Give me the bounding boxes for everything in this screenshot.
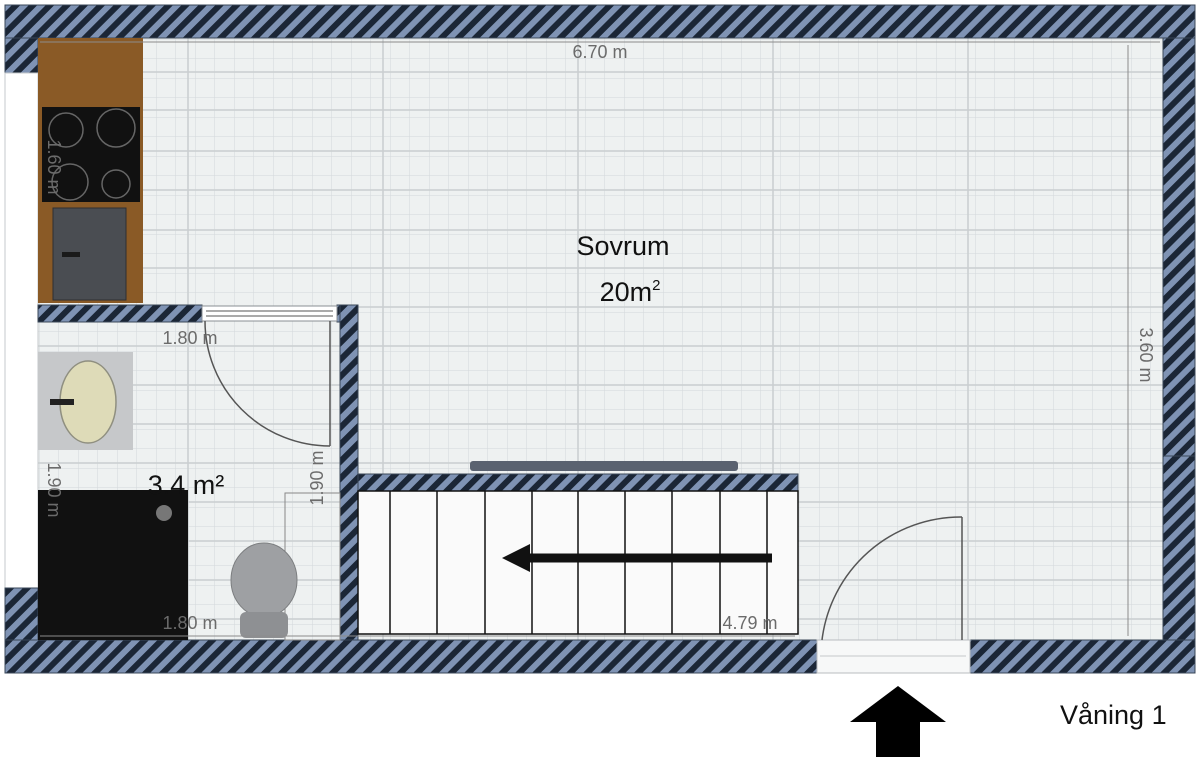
- dim-bath-top-width: 1.80 m: [162, 328, 217, 348]
- entrance-door[interactable]: [821, 516, 963, 641]
- room-area-bathroom: 3.4 m²: [148, 470, 225, 500]
- room-area-sovrum: 20m2: [600, 277, 661, 307]
- bathroom-walls: [37, 304, 359, 641]
- dim-top-width: 6.70 m: [572, 42, 627, 62]
- kitchen-counter: [38, 38, 143, 303]
- bench: [470, 461, 738, 471]
- dimension-lines: [40, 41, 1160, 637]
- toilet-icon: [230, 542, 298, 638]
- dim-bath-left-height: 1.90 m: [44, 462, 64, 517]
- dim-stair-width: 4.79 m: [722, 613, 777, 633]
- outer-walls: [4, 4, 1196, 674]
- bathroom-door[interactable]: [204, 320, 331, 447]
- dim-right-height: 3.60 m: [1136, 327, 1156, 382]
- room-name-sovrum: Sovrum: [576, 231, 669, 261]
- dim-kitchen-height: 1.60 m: [44, 139, 64, 194]
- dim-bath-bottom-width: 1.80 m: [162, 613, 217, 633]
- floor-label: Våning 1: [1060, 700, 1167, 730]
- stair-wall: [357, 473, 799, 492]
- dim-bath-right-height: 1.90 m: [307, 450, 327, 505]
- entrance-arrow-icon: [850, 686, 946, 757]
- stair-direction-arrow-icon: [502, 544, 772, 572]
- stove-icon: [42, 107, 140, 202]
